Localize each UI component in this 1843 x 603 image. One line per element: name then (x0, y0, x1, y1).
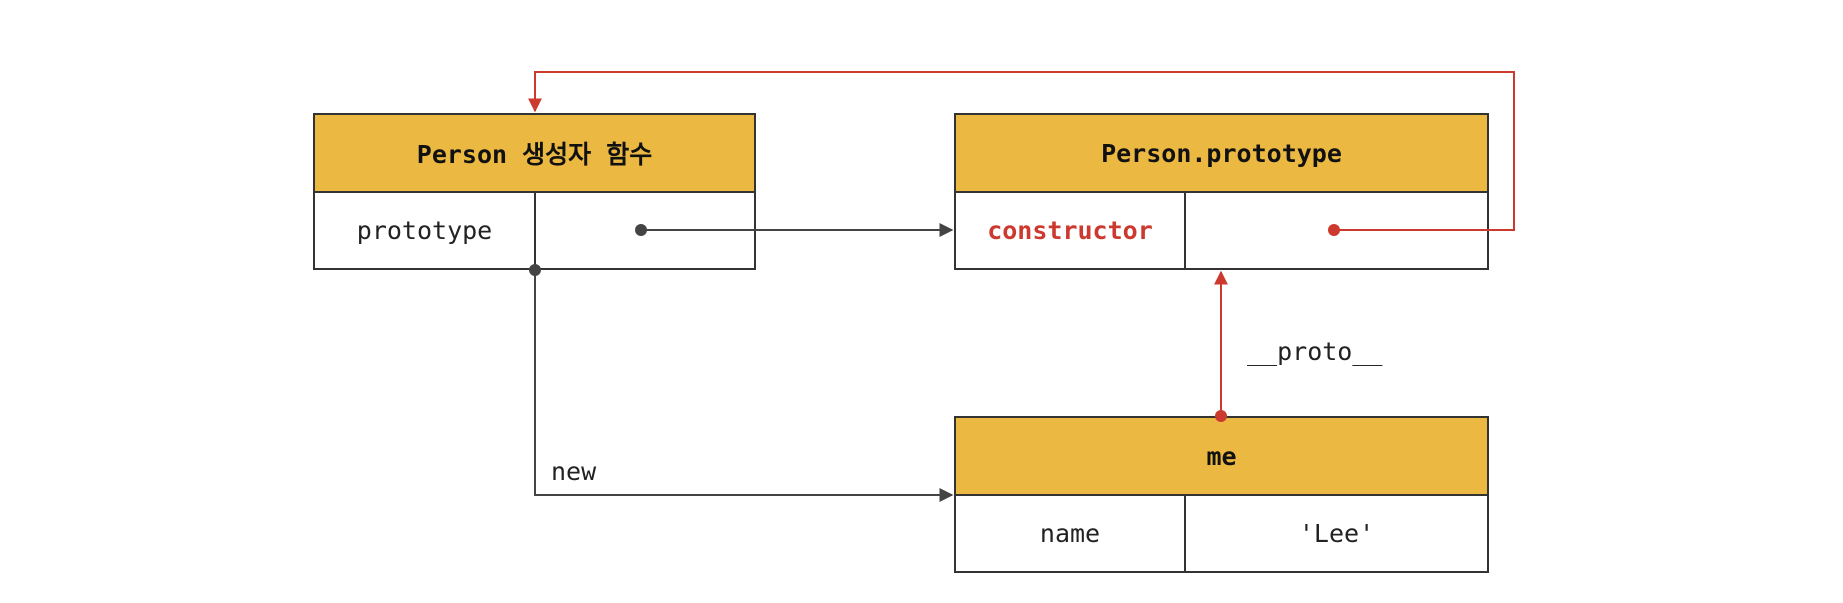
name-property-key: name (1039, 519, 1101, 548)
prototype-pointer-arrow (635, 223, 954, 237)
new-instance-arrow (529, 264, 954, 502)
constructor-property-key: constructor (987, 216, 1153, 245)
prototype-property-key: prototype (356, 216, 493, 245)
proto-link-arrow (1214, 270, 1228, 422)
proto-edge-label: __proto__ (1247, 337, 1383, 366)
cell-divider (534, 193, 536, 268)
cell-divider (1184, 193, 1186, 268)
pointer-dot (529, 264, 541, 276)
person-constructor-box: Person 생성자 함수 prototype (313, 113, 756, 270)
cell-divider (1184, 496, 1186, 571)
name-property-value: 'Lee' (1298, 519, 1375, 548)
new-edge-label: new (551, 457, 597, 486)
pointer-dot (635, 224, 647, 236)
person-prototype-box: Person.prototype constructor (954, 113, 1489, 270)
constructor-pointer-arrow (528, 71, 1515, 236)
me-instance-box: me name 'Lee' (954, 416, 1489, 573)
person-constructor-title: Person 생성자 함수 (315, 115, 754, 193)
pointer-dot (1215, 410, 1227, 422)
me-instance-title: me (956, 418, 1487, 496)
person-prototype-title: Person.prototype (956, 115, 1487, 193)
pointer-dot (1328, 224, 1340, 236)
